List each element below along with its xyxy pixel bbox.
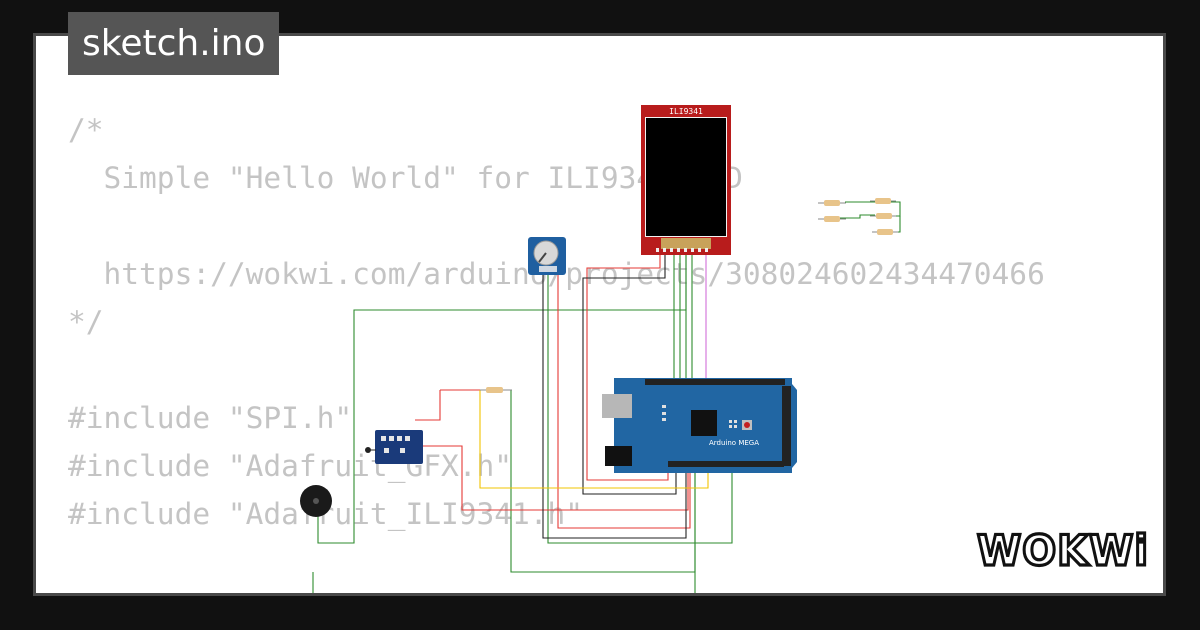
code-line: /* (68, 113, 104, 147)
file-tab-title[interactable]: sketch.ino (68, 12, 280, 75)
board-label: Arduino MEGA (709, 439, 759, 447)
sensor-module (365, 430, 423, 464)
wokwi-logo: WOKWi (975, 525, 1149, 575)
code-line: */ (68, 305, 104, 339)
code-line: #include "SPI.h" (68, 401, 353, 435)
code-line: https://wokwi.com/arduino/projects/30802… (103, 257, 1045, 291)
resistor-array (818, 198, 898, 235)
lcd-module: ILI9341 (641, 105, 731, 255)
lcd-label: ILI9341 (669, 107, 703, 116)
buzzer (300, 485, 332, 517)
code-line: #include "Adafruit_GFX.h" (68, 449, 513, 483)
arduino-mega-board: Arduino MEGA (602, 378, 797, 473)
potentiometer (528, 237, 566, 275)
wokwi-logo-text: WOKWi (977, 526, 1149, 575)
code-line: #include "Adafruit_ILI9341.h" (68, 497, 584, 531)
resistor (480, 387, 512, 393)
